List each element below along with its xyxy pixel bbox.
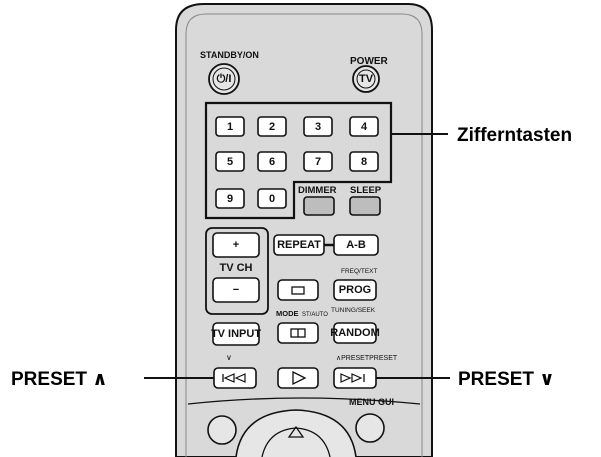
left-round-button[interactable] [207,415,237,445]
standby-icon: ⏻/I [217,72,232,85]
number-key-label: 3 [315,121,321,133]
number-key-7[interactable] [303,151,333,172]
stop-button[interactable] [277,279,319,301]
number-key-1[interactable] [215,116,245,137]
number-key-5[interactable] [215,151,245,172]
ab-button[interactable] [333,234,379,256]
next-icon [340,373,365,383]
tv-ch-frame [205,227,269,315]
freq-text-label: FREQ/TEXT [341,268,378,275]
tv-input-button[interactable] [212,322,260,346]
tuning-seek-label: TUNING/SEEK [331,307,376,314]
number-keys-frame [204,101,393,220]
number-key-0[interactable] [257,188,287,209]
prog-button[interactable] [333,279,377,301]
ab-label: A-B [346,239,366,251]
number-key-label: 8 [361,156,367,168]
preset-preset-label: ∧PRESETPRESET [336,355,398,362]
remote-inner-edge [185,13,423,457]
preset-up-callout: PRESET ∧ [11,369,108,390]
mode-label: MODE [276,309,299,318]
bottom-divider [187,397,421,405]
play-button[interactable] [277,367,319,389]
preset-down-callout: PRESET ∨ [458,369,555,390]
zifferntasten-callout: Zifferntasten [457,125,572,146]
st-auto-label: ST/AUTO [302,312,328,318]
sleep-button[interactable] [349,196,381,216]
repeat-label: REPEAT [277,239,321,251]
number-key-2[interactable] [257,116,287,137]
number-key-label: 4 [361,121,368,133]
power-tv-label: TV [359,73,374,85]
random-button[interactable] [333,322,377,344]
number-key-label: 1 [227,121,233,133]
number-key-label: 7 [315,156,321,168]
minus-icon: − [233,284,239,296]
plus-icon: + [233,239,239,251]
number-key-4[interactable] [349,116,379,137]
tv-input-label: TV INPUT [211,328,261,340]
preset-down-small-label: ∨ [226,353,232,362]
tv-ch-down-button[interactable] [212,277,260,303]
number-key-label: 9 [227,193,233,205]
power-label: POWER [350,56,389,67]
menu-gui-label: MENU GUI [349,397,394,407]
random-label: RANDOM [330,327,380,339]
dimmer-label: DIMMER [298,185,337,196]
tv-ch-label: TV CH [220,262,253,274]
prog-label: PROG [339,284,371,296]
previous-icon [222,373,246,383]
number-key-3[interactable] [303,116,333,137]
sleep-label: SLEEP [350,185,382,196]
number-keys: 1 2 3 4 5 6 7 8 9 0 [215,116,379,209]
stop-icon [291,286,305,295]
number-key-6[interactable] [257,151,287,172]
dimmer-button[interactable] [303,196,335,216]
standby-label: STANDBY/ON [200,50,259,60]
number-key-label: 0 [269,193,275,205]
tv-ch-up-button[interactable] [212,232,260,258]
number-key-9[interactable] [215,188,245,209]
play-icon [292,370,307,386]
up-arrow-icon [287,425,305,438]
number-key-label: 2 [269,121,275,133]
preset-down-button[interactable] [333,367,377,389]
right-round-button[interactable] [355,413,385,443]
number-key-label: 5 [227,156,233,168]
number-key-label: 6 [269,156,275,168]
number-key-8[interactable] [349,151,379,172]
